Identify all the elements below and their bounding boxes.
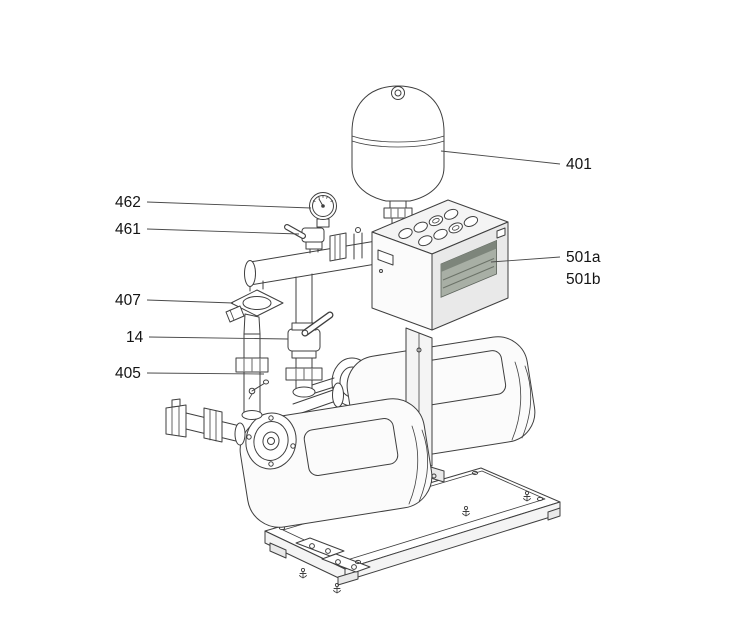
leader-line-407 [146, 299, 234, 304]
pressure-gauge-462 [309, 192, 337, 220]
type-label-sticker [440, 239, 498, 298]
mounting-pad [295, 537, 371, 573]
manifold-end-cap [244, 260, 256, 287]
leader-line-405 [146, 372, 265, 375]
pump-front-nameplate [303, 418, 399, 476]
callouts: 401 462 461 407 14 405 501a 501b [115, 150, 601, 382]
leader-line-461 [146, 228, 300, 235]
display-panel [377, 249, 394, 273]
callout-label-501b: 501b [566, 271, 600, 288]
leader-line-14 [148, 336, 289, 340]
indicator-led [379, 269, 383, 273]
drain-cock [248, 379, 269, 400]
callout-label-461: 461 [115, 221, 141, 238]
callout-label-14: 14 [126, 329, 144, 346]
callout-label-401: 401 [566, 156, 592, 173]
base-foot [269, 542, 287, 559]
anchor-mark [299, 567, 307, 579]
valve-461-handle [284, 224, 306, 239]
leader-line-401 [440, 150, 561, 165]
tank-cap [391, 86, 405, 100]
callout-label-405: 405 [115, 365, 141, 382]
suction-inlet-pipe [165, 398, 246, 446]
callout-label-407: 407 [115, 292, 141, 309]
hex-plug [165, 404, 187, 438]
callout-label-501a: 501a [566, 249, 601, 266]
leader-line-501a [490, 256, 561, 263]
control-unit [371, 199, 509, 331]
head-plug [267, 437, 275, 445]
base-foot [547, 507, 561, 521]
manifold-union [329, 232, 347, 262]
pump-front-head [245, 412, 297, 470]
tank-body [351, 85, 445, 202]
discharge-pipe-front [235, 333, 269, 420]
leader-line-462 [146, 201, 312, 209]
elbow-fitting-407 [225, 280, 284, 335]
pressure-tank [351, 85, 445, 225]
callout-label-462: 462 [115, 194, 141, 211]
valve-14-handle [301, 311, 334, 337]
base-foot [337, 570, 359, 586]
cable-knockouts [398, 208, 479, 247]
discharge-pipe-rear [285, 273, 335, 398]
pipe-clamp [353, 227, 363, 260]
base-frame [264, 467, 561, 594]
tank-fitting [383, 200, 413, 225]
union-nut [203, 407, 223, 443]
gauge-valve-assembly [284, 192, 337, 254]
flange-plate [230, 289, 284, 317]
capped-port [225, 305, 245, 323]
